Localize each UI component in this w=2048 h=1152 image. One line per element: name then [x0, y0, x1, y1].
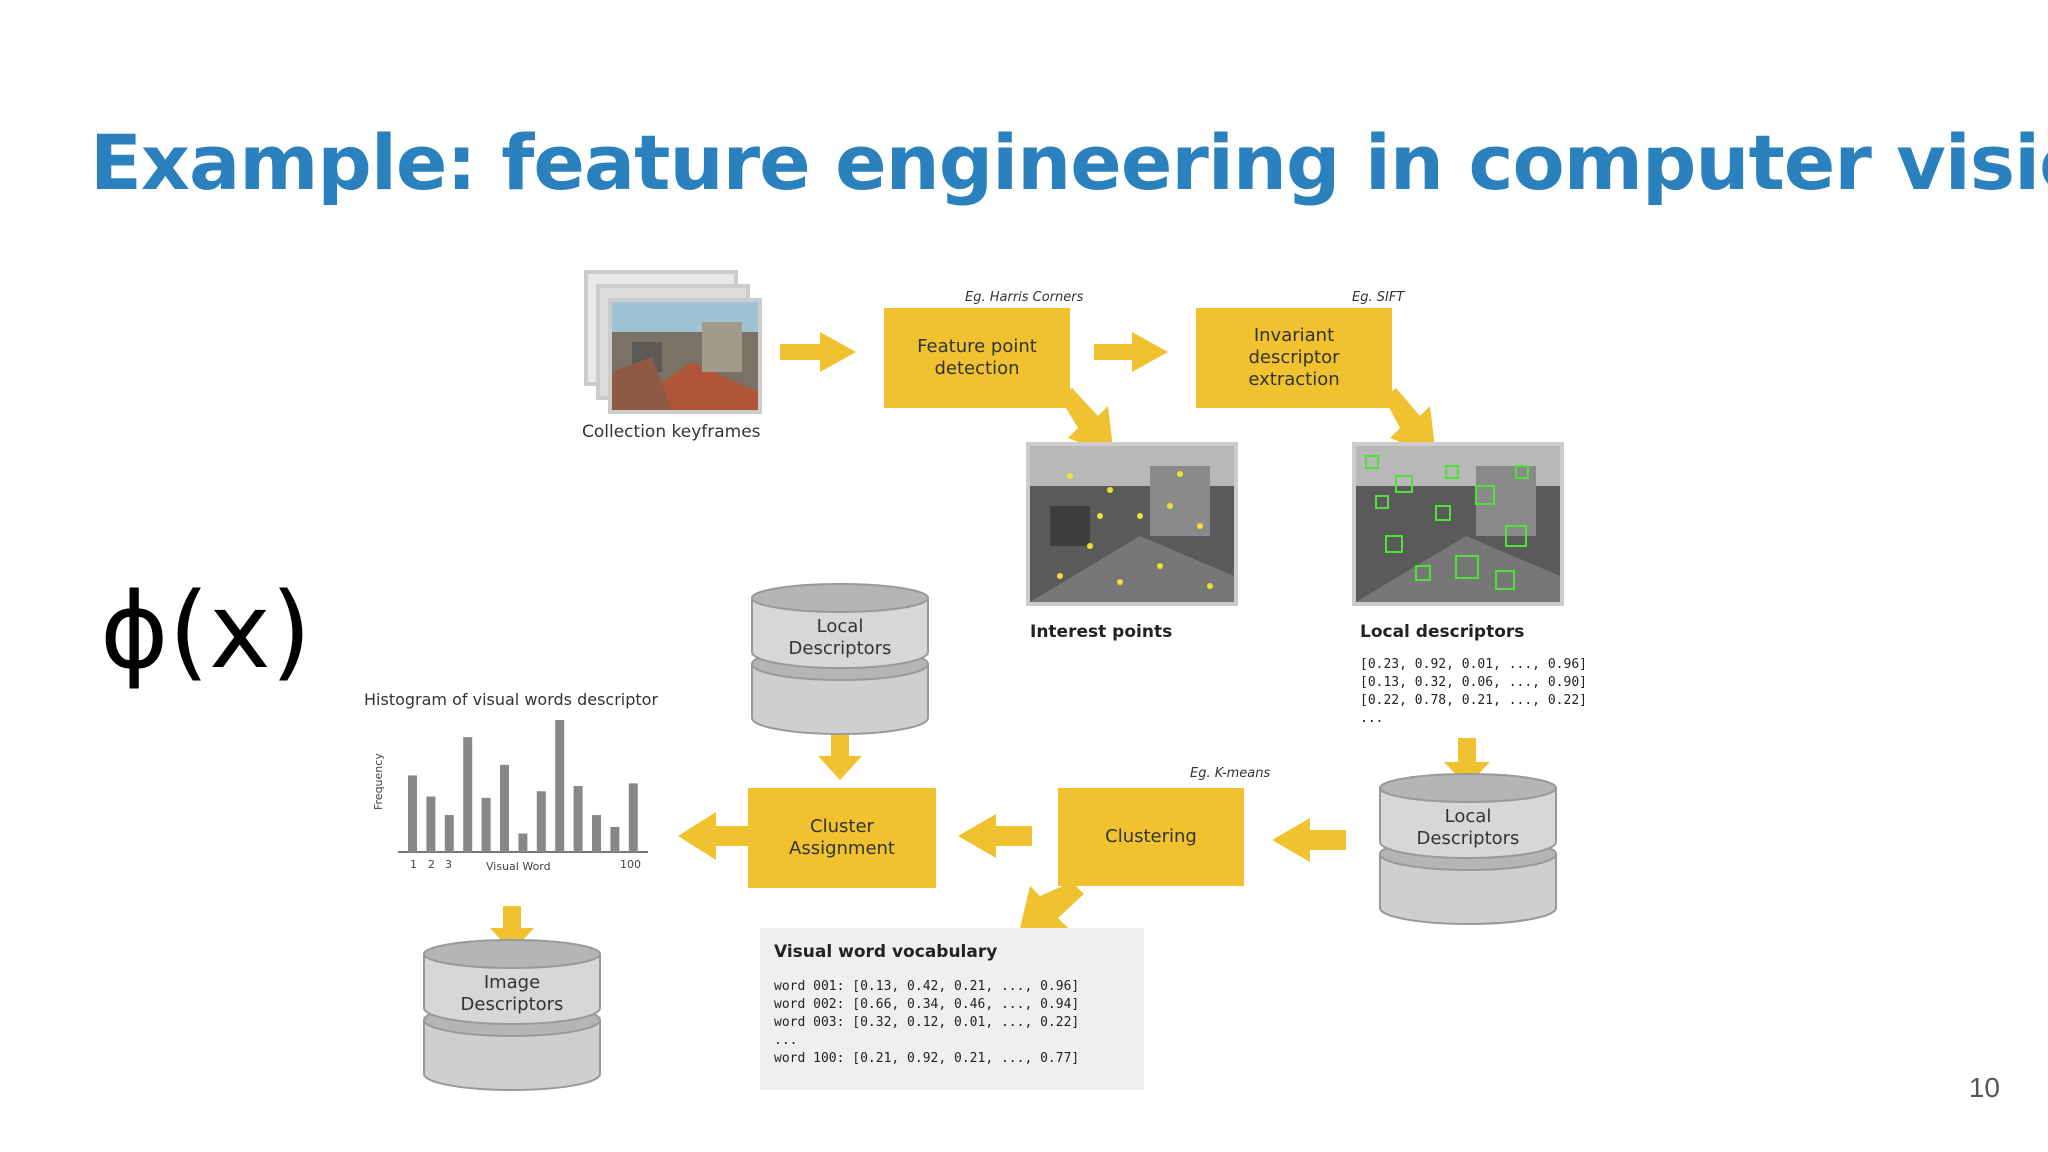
- rooftops-photo: [612, 302, 758, 410]
- interest-points-caption: Interest points: [1030, 622, 1173, 642]
- keyframe-front: [608, 298, 762, 414]
- descriptor-extraction-label: Invariant descriptor extraction: [1248, 325, 1340, 390]
- histogram-bar: [555, 720, 565, 852]
- interest-points-image: [1026, 442, 1238, 606]
- slide-title: Example: feature engineering in computer…: [90, 118, 2048, 207]
- arrow-diag-3: [1020, 882, 1084, 928]
- local-descriptor-values: [0.23, 0.92, 0.01, ..., 0.96] [0.13, 0.3…: [1360, 657, 1587, 726]
- histogram-chart: Frequency 1 2 3 Visual Word 100: [372, 720, 648, 873]
- clustering-label: Clustering: [1105, 826, 1197, 847]
- db-local-descriptors-right: Local Descriptors: [1378, 772, 1558, 926]
- histogram-bar: [536, 791, 546, 852]
- histogram-bar: [500, 764, 509, 852]
- arrow-left-1: [1272, 818, 1346, 862]
- histogram-bar: [408, 775, 417, 852]
- vocabulary-lines: word 001: [0.13, 0.42, 0.21, ..., 0.96] …: [774, 979, 1080, 1066]
- tick-3: 3: [445, 858, 452, 871]
- db-local-descriptors-top: Local Descriptors: [750, 582, 930, 736]
- local-descriptors-image: [1352, 442, 1564, 606]
- histogram-bar: [481, 797, 491, 852]
- histogram-bar: [444, 815, 454, 852]
- histogram-ylabel: Frequency: [372, 753, 385, 810]
- arrow-left-3: [678, 812, 750, 860]
- interest-points-photo: [1030, 446, 1234, 602]
- arrow-right-2: [1094, 332, 1168, 372]
- vocabulary-title: Visual word vocabulary: [774, 942, 998, 962]
- clustering-box: Clustering: [1058, 788, 1244, 886]
- arrow-left-2: [958, 814, 1032, 858]
- histogram-bar: [463, 737, 473, 852]
- feature-detection-box: Feature point detection: [884, 308, 1070, 408]
- cluster-assignment-label: Cluster Assignment: [789, 816, 895, 859]
- db-image-descriptors: Image Descriptors: [422, 938, 602, 1092]
- phi-formula: ϕ(x): [100, 570, 312, 692]
- local-descriptors-caption: Local descriptors: [1360, 622, 1525, 642]
- db-local-right-label: Local Descriptors: [1416, 806, 1520, 849]
- histogram-bar: [518, 833, 528, 852]
- database-icon: [423, 939, 601, 1091]
- kmeans-note: Eg. K-means: [1190, 766, 1271, 781]
- arrow-down-3: [490, 906, 534, 952]
- arrow-diag-2: [1384, 388, 1436, 456]
- arrow-diag-1: [1060, 388, 1114, 456]
- local-descriptors-photo: [1356, 446, 1560, 602]
- tick-100: 100: [620, 858, 641, 871]
- arrow-right-1: [780, 332, 856, 372]
- cluster-assignment-box: Cluster Assignment: [748, 788, 936, 888]
- histogram-bar: [573, 786, 583, 852]
- histogram-title: Histogram of visual words descriptor: [364, 690, 659, 709]
- histogram-bar: [610, 826, 620, 852]
- database-icon: [751, 583, 929, 735]
- histogram-bar: [426, 796, 436, 852]
- harris-note: Eg. Harris Corners: [965, 290, 1084, 305]
- histogram-xlabel: Visual Word: [486, 860, 551, 873]
- db-local-top-label: Local Descriptors: [788, 616, 892, 659]
- feature-detection-label: Feature point detection: [917, 336, 1037, 379]
- arrow-down-2: [818, 734, 862, 780]
- database-icon: [1379, 773, 1557, 925]
- tick-2: 2: [428, 858, 435, 871]
- tick-1: 1: [410, 858, 417, 871]
- page-number: 10: [1968, 1072, 2000, 1103]
- descriptor-extraction-box: Invariant descriptor extraction: [1196, 308, 1392, 408]
- vocabulary-panel: Visual word vocabulary word 001: [0.13, …: [760, 928, 1144, 1090]
- keyframes-caption: Collection keyframes: [582, 422, 761, 442]
- histogram-bar: [628, 783, 638, 852]
- db-image-label: Image Descriptors: [460, 972, 564, 1015]
- histogram-bar: [592, 815, 601, 852]
- sift-note: Eg. SIFT: [1352, 290, 1405, 305]
